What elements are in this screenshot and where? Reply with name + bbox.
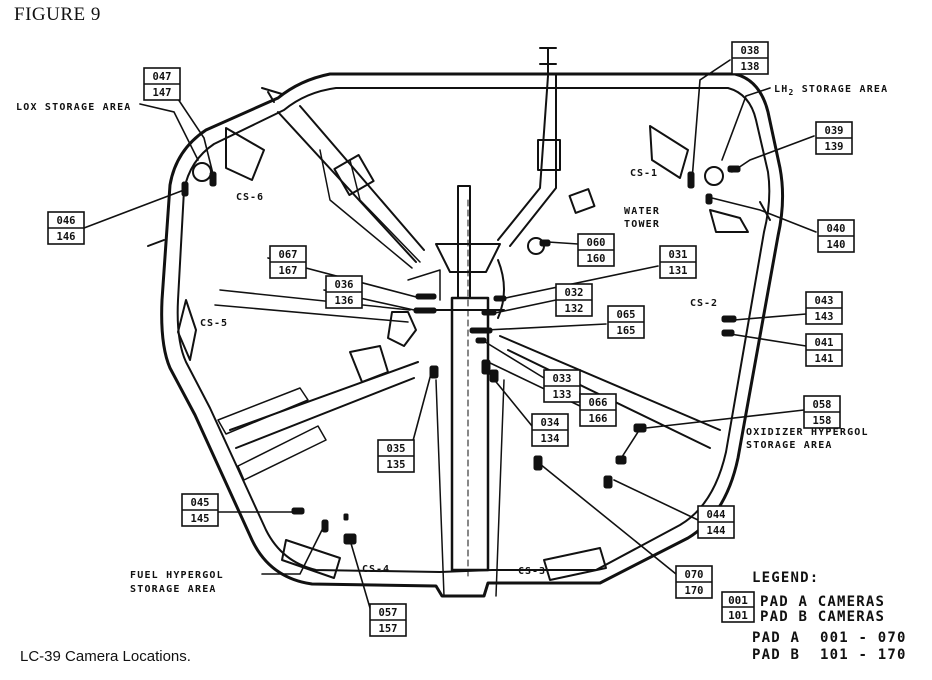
legend-pad-b-cameras: PAD B CAMERAS <box>760 609 885 625</box>
camera-number-pad-a: 065 <box>617 309 636 321</box>
camera-number-pad-a: 038 <box>741 45 760 57</box>
camera-number-pad-b: 166 <box>589 413 608 425</box>
camera-number-pad-b: 145 <box>191 513 210 525</box>
lox-storage-label: LOX STORAGE AREA <box>16 102 132 113</box>
legend-box-pad-a: 001 <box>728 594 748 607</box>
cs6-label: CS-6 <box>236 192 264 203</box>
legend: LEGEND: 001 101 PAD A CAMERAS PAD B CAME… <box>721 570 907 663</box>
legend-pad-a-range-label: PAD A <box>752 630 800 646</box>
oxidizer-hypergol-label-line2: STORAGE AREA <box>746 440 833 451</box>
camera-number-pad-a: 046 <box>57 215 76 227</box>
cs3-label: CS-3 <box>518 566 546 577</box>
camera-number-pad-b: 167 <box>279 265 298 277</box>
camera-number-pad-b: 157 <box>379 623 398 635</box>
camera-number-pad-b: 143 <box>815 311 834 323</box>
fuel-hypergol-label-line1: FUEL HYPERGOL <box>130 570 224 581</box>
perimeter-road-outer <box>160 72 785 598</box>
legend-pad-a-range: 001 - 070 <box>820 630 907 646</box>
camera-number-pad-b: 132 <box>565 303 584 315</box>
camera-number-pad-b: 146 <box>57 231 76 243</box>
figure-caption: LC-39 Camera Locations. <box>20 648 191 665</box>
camera-number-pad-a: 041 <box>815 337 834 349</box>
camera-number-pad-b: 144 <box>707 525 726 537</box>
camera-number-pad-a: 066 <box>589 397 608 409</box>
camera-number-pad-a: 031 <box>669 249 688 261</box>
camera-number-pad-b: 140 <box>827 239 846 251</box>
fuel-hypergol-label-line2: STORAGE AREA <box>130 584 217 595</box>
cs5-label: CS-5 <box>200 318 228 329</box>
legend-pad-b-range-label: PAD B <box>752 647 800 663</box>
camera-number-pad-a: 034 <box>541 417 560 429</box>
cs2-label: CS-2 <box>690 298 718 309</box>
camera-number-pad-a: 047 <box>153 71 172 83</box>
camera-number-pad-a: 032 <box>565 287 584 299</box>
camera-number-pad-a: 044 <box>707 509 726 521</box>
camera-number-pad-a: 057 <box>379 607 398 619</box>
cs4-label: CS-4 <box>362 564 390 575</box>
camera-number-pad-b: 134 <box>541 433 560 445</box>
camera-number-pad-a: 070 <box>685 569 704 581</box>
camera-number-pad-a: 067 <box>279 249 298 261</box>
camera-number-pad-b: 136 <box>335 295 354 307</box>
legend-pad-a-cameras: PAD A CAMERAS <box>760 594 885 610</box>
camera-number-pad-a: 060 <box>587 237 606 249</box>
camera-number-pad-b: 165 <box>617 325 636 337</box>
figure-label: FIGURE 9 <box>14 4 101 25</box>
oxidizer-hypergol-label-line1: OXIDIZER HYPERGOL <box>746 427 869 438</box>
camera-number-pad-a: 033 <box>553 373 572 385</box>
camera-number-pad-a: 058 <box>813 399 832 411</box>
camera-number-pad-a: 036 <box>335 279 354 291</box>
cs1-label: CS-1 <box>630 168 658 179</box>
camera-number-pad-a: 035 <box>387 443 406 455</box>
camera-number-pad-b: 158 <box>813 415 832 427</box>
camera-number-pad-b: 135 <box>387 459 406 471</box>
camera-number-pad-b: 141 <box>815 353 834 365</box>
camera-number-pad-a: 043 <box>815 295 834 307</box>
lh2-storage-label: LH2 STORAGE AREA <box>774 84 888 97</box>
camera-number-pad-b: 138 <box>741 61 760 73</box>
perimeter-road-inner <box>176 87 771 573</box>
legend-box-pad-b: 101 <box>728 609 748 622</box>
water-tower-label-line1: WATER <box>624 206 660 217</box>
camera-number-pad-a: 040 <box>827 223 846 235</box>
camera-number-pad-b: 147 <box>153 87 172 99</box>
camera-number-pad-a: 045 <box>191 497 210 509</box>
camera-number-pad-a: 039 <box>825 125 844 137</box>
legend-pad-b-range: 101 - 170 <box>820 647 907 663</box>
lox-tank <box>192 162 212 182</box>
camera-number-pad-b: 131 <box>669 265 688 277</box>
camera-number-pad-b: 160 <box>587 253 606 265</box>
camera-number-pad-b: 139 <box>825 141 844 153</box>
camera-number-pad-b: 133 <box>553 389 572 401</box>
lh2-tank <box>704 166 724 186</box>
legend-title: LEGEND: <box>752 570 819 586</box>
camera-number-pad-b: 170 <box>685 585 704 597</box>
water-tower-label-line2: TOWER <box>624 219 660 230</box>
